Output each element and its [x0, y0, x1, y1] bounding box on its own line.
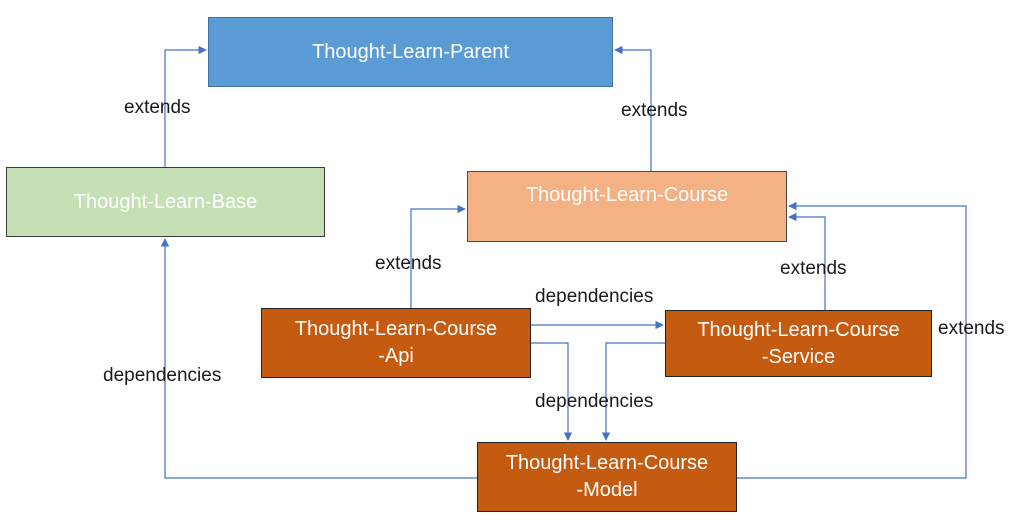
label-model-extends-course: extends [938, 318, 1005, 339]
node-thought-learn-parent: Thought-Learn-Parent [208, 17, 613, 87]
connector-course-to-parent [614, 45, 652, 171]
node-api-label-line2: -Api [378, 345, 414, 367]
node-service-label-line1: Thought-Learn-Course [697, 318, 900, 341]
node-course-label: Thought-Learn-Course [525, 184, 729, 206]
node-parent-label: Thought-Learn-Parent [312, 40, 509, 63]
connector-service-to-model [601, 342, 665, 441]
node-base-label: Thought-Learn-Base [73, 190, 258, 213]
label-api-extends-course: extends [375, 253, 442, 274]
label-api-depends-service: dependencies [535, 286, 654, 307]
label-service-extends-course: extends [780, 258, 847, 279]
connector-api-to-model [531, 342, 573, 441]
label-depends-model: dependencies [535, 391, 654, 412]
connector-model-to-base [160, 238, 477, 479]
node-model-label-line2: -Model [576, 479, 638, 501]
node-thought-learn-base: Thought-Learn-Base [6, 167, 325, 237]
connector-service-to-course [788, 212, 826, 310]
connector-model-to-course [737, 201, 967, 479]
node-thought-learn-course-model: Thought-Learn-Course -Model [477, 442, 737, 512]
connector-base-to-parent [164, 45, 207, 167]
label-base-extends-parent: extends [124, 97, 191, 118]
label-model-depends-base: dependencies [103, 365, 222, 386]
node-api-label-line1: Thought-Learn-Course [294, 318, 498, 340]
node-model-label-line1: Thought-Learn-Course [505, 452, 709, 474]
node-service-label-line2: -Service [761, 345, 836, 368]
connector-api-to-course [410, 204, 466, 308]
node-thought-learn-course-api: Thought-Learn-Course -Api [261, 308, 531, 378]
node-thought-learn-course-service: Thought-Learn-Course -Service [665, 310, 932, 377]
label-course-extends-parent: extends [621, 100, 688, 121]
node-thought-learn-course: Thought-Learn-Course [467, 171, 787, 242]
